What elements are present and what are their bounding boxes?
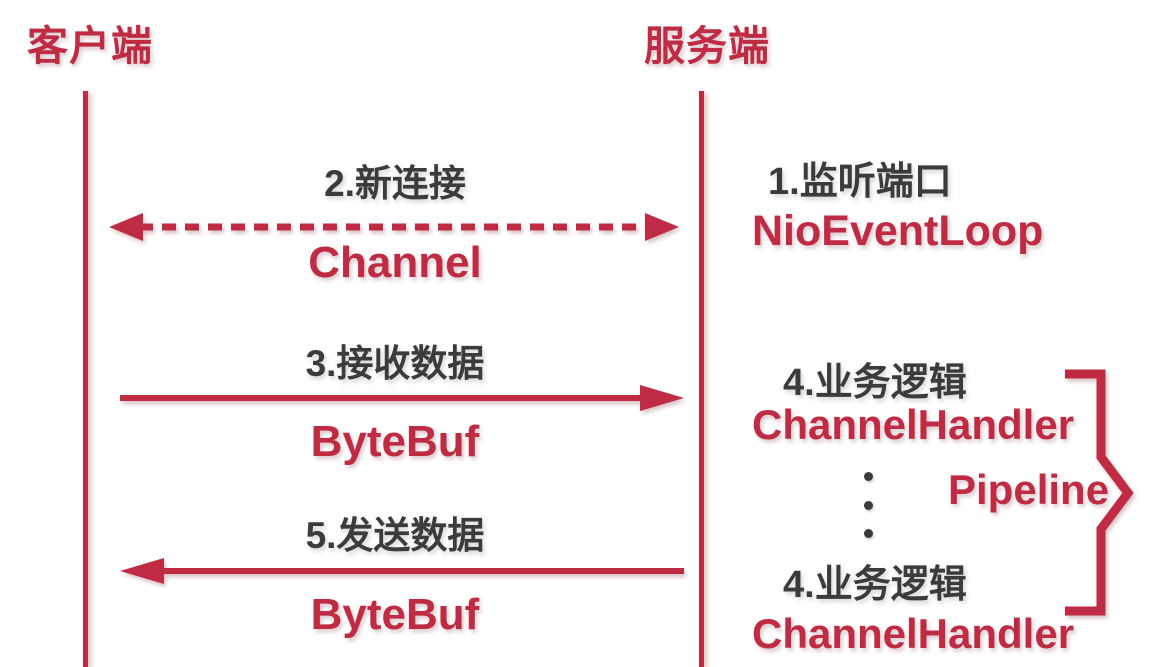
channelhandler-top-label: ChannelHandler [752,401,1075,448]
receive-data-arrow-icon [120,385,684,411]
send-data-arrow-icon [120,558,684,584]
channelhandler-bottom-label: ChannelHandler [752,610,1075,657]
nioeventloop-label: NioEventLoop [752,207,1044,255]
bytebuf-out-artifact-label: ByteBuf [310,590,480,639]
business-logic-bottom-step-label: 4.业务逻辑 [783,564,967,606]
client-actor-label: 客户端 [27,23,153,69]
listen-port-step-label: 1.监听端口 [768,161,952,203]
ellipsis-dot [863,500,873,510]
pipeline-dots [863,472,873,538]
send-data-step-label: 5.发送数据 [305,515,485,556]
server-lifeline [699,91,704,667]
business-logic-top-step-label: 4.业务逻辑 [783,362,967,404]
client-lifeline [83,91,88,667]
ellipsis-dot [863,529,873,538]
new-connection-step-label: 2.新连接 [324,163,466,204]
bytebuf-in-artifact-label: ByteBuf [310,417,480,466]
channel-artifact-label: Channel [308,238,482,287]
pipeline-brace-icon [1065,369,1134,616]
pipeline-label: Pipeline [948,466,1110,513]
receive-data-step-label: 3.接收数据 [305,343,485,384]
new-connection-dashed-arrow-icon [109,213,679,241]
ellipsis-dot [863,472,873,481]
server-actor-label: 服务端 [644,23,770,69]
